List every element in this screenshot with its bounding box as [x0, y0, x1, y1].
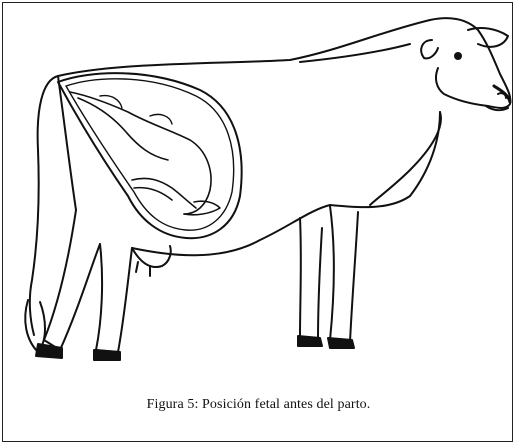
cow-hind-leg-right [96, 244, 132, 352]
cow-ear [468, 28, 508, 47]
figure-caption: Figura 5: Posición fetal antes del parto… [0, 397, 517, 413]
fetus-hindlegs [100, 96, 172, 124]
cow-front-leg-right [330, 206, 358, 342]
cow-tail [30, 76, 58, 335]
cow-front-hoof-left [298, 336, 322, 346]
fetus-body [70, 92, 211, 214]
cow-hind-hoof-left [36, 344, 62, 358]
cow-hind-hoof-right [94, 350, 120, 360]
cow-ear-left [421, 40, 438, 58]
cow-front-leg-left [300, 218, 322, 340]
cow-hind-leg-left [44, 210, 100, 350]
cow-front-hoof-right [328, 338, 354, 348]
cow-eye [455, 53, 461, 59]
uterus-inner [66, 79, 234, 230]
cow-body-outline [58, 20, 440, 255]
